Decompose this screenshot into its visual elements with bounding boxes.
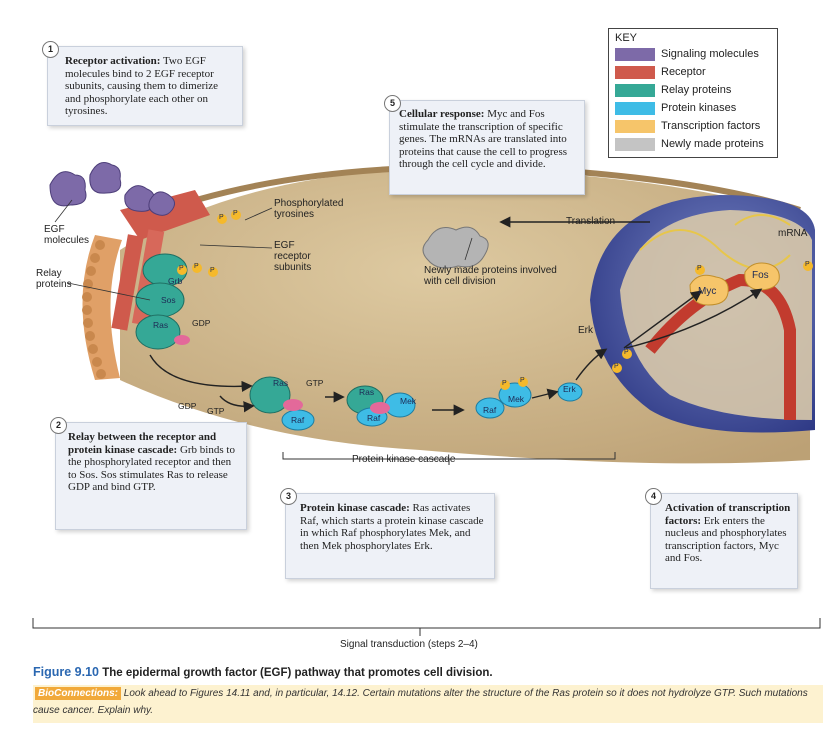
mol-raf: Raf (291, 415, 305, 425)
label-signal-transduction: Signal transduction (steps 2–4) (340, 639, 478, 650)
key-row-relay: Relay proteins (615, 83, 773, 99)
key-row-transcription: Transcription factors (615, 119, 773, 135)
cascade-bracket (282, 452, 616, 465)
mol-gdp: GDP (192, 318, 211, 328)
figure-caption: Figure 9.10 The epidermal growth factor … (33, 665, 493, 679)
key-row-receptor: Receptor (615, 65, 773, 81)
step-title: Relay between the receptor and protein k… (68, 431, 217, 456)
mol-ras: Ras (153, 320, 169, 330)
phosphate-label: P (219, 214, 224, 221)
key-label: Newly made proteins (661, 138, 764, 150)
label-mrna: mRNA (778, 228, 808, 239)
step-number: 5 (384, 95, 401, 112)
mol-erk-2: Erk (578, 325, 593, 336)
step-1-box: 1 Receptor activation: Two EGF molecules… (42, 41, 243, 126)
dna (645, 273, 796, 420)
key-label: Transcription factors (661, 120, 761, 132)
mol-myc: Myc (698, 286, 717, 297)
key-row-newly-made: Newly made proteins (615, 137, 773, 153)
key-swatch (615, 48, 655, 61)
relay-proteins (135, 253, 384, 415)
phosphate-label: P (614, 363, 619, 370)
phosphate-label: P (194, 263, 199, 270)
key-swatch (615, 102, 655, 115)
phosphate-label: P (179, 265, 184, 272)
step-number: 2 (50, 417, 67, 434)
mol-ras-2: Ras (273, 378, 289, 388)
step-title: Activation of transcription factors: (665, 502, 791, 527)
mol-gtp-2: GTP (207, 406, 225, 416)
key-row-signaling: Signaling molecules (615, 47, 773, 63)
step-text: Erk enters the nucleus and phosphorylate… (665, 514, 787, 565)
step-title: Receptor activation: (65, 55, 161, 67)
step-text: Ras activates Raf, which starts a protei… (300, 502, 484, 552)
key-swatch (615, 120, 655, 133)
step-5-box: 5 Cellular response: Myc and Fos stimula… (384, 95, 585, 195)
key-swatch (615, 84, 655, 97)
key-label: Signaling molecules (661, 48, 759, 60)
key-swatch (615, 66, 655, 79)
step-3-box: 3 Protein kinase cascade: Ras activates … (280, 488, 495, 579)
phosphate-label: P (502, 380, 507, 387)
figure-number: Figure 9.10 (33, 665, 99, 679)
mol-raf-2: Raf (367, 413, 381, 423)
legend-key: KEY Signaling molecules Receptor Relay p… (608, 28, 778, 158)
key-label: Protein kinases (661, 102, 737, 114)
step-title: Protein kinase cascade: (300, 502, 410, 514)
bioconnections-tag: BioConnections: (35, 687, 121, 700)
step-number: 4 (645, 488, 662, 505)
step-text: Myc and Fos stimulate the transcription … (399, 108, 568, 170)
step-title: Cellular response: (399, 108, 485, 120)
step-text: Two EGF molecules bind to 2 EGF receptor… (65, 55, 219, 117)
label-phosphorylated-tyrosines: Phosphorylated tyrosines (274, 198, 344, 220)
mol-mek: Mek (400, 396, 417, 406)
bioconnections-box: BioConnections: Look ahead to Figures 14… (33, 685, 823, 723)
egf-molecules (49, 162, 176, 216)
mol-erk: Erk (563, 384, 576, 394)
key-row-kinases: Protein kinases (615, 101, 773, 117)
step-number: 1 (42, 41, 59, 58)
mol-gdp-2: GDP (178, 401, 197, 411)
label-relay-proteins: Relay proteins (36, 268, 72, 290)
label-newly-made-proteins: Newly made proteins involved with cell d… (424, 265, 557, 287)
newly-made-proteins (422, 226, 489, 269)
phosphate-label: P (805, 261, 810, 268)
key-label: Relay proteins (661, 84, 732, 96)
mol-fos: Fos (752, 270, 769, 281)
step-text: Grb binds to the phosphorylated receptor… (68, 443, 235, 494)
label-egf-receptor-subunits: EGF receptor subunits (274, 240, 312, 273)
label-protein-kinase-cascade: Protein kinase cascade (352, 454, 456, 465)
phosphate-label: P (233, 210, 238, 217)
figure-title: The epidermal growth factor (EGF) pathwa… (102, 667, 493, 679)
mol-sos: Sos (161, 295, 176, 305)
bioconnections-text: Look ahead to Figures 14.11 and, in part… (33, 688, 808, 716)
transcription-factors (689, 262, 780, 306)
step-2-box: 2 Relay between the receptor and protein… (50, 417, 247, 530)
step-number: 3 (280, 488, 297, 505)
phosphate-label: P (697, 265, 702, 272)
label-egf-molecules: EGF molecules (44, 224, 90, 246)
phosphate-label: P (520, 377, 525, 384)
key-label: Receptor (661, 66, 706, 78)
phosphate-label: P (624, 349, 629, 356)
label-translation: Translation (566, 216, 616, 227)
phosphate-label: P (210, 267, 215, 274)
mol-gtp: GTP (306, 378, 324, 388)
membrane-heads (82, 240, 106, 379)
mol-mek-2: Mek (508, 394, 525, 404)
key-swatch (615, 138, 655, 151)
step-4-box: 4 Activation of transcription factors: E… (645, 488, 798, 589)
signal-bracket (32, 618, 821, 636)
mol-grb: Grb (168, 276, 183, 286)
mol-raf-3: Raf (483, 405, 497, 415)
mol-ras-3: Ras (359, 387, 375, 397)
key-title: KEY (615, 32, 638, 44)
